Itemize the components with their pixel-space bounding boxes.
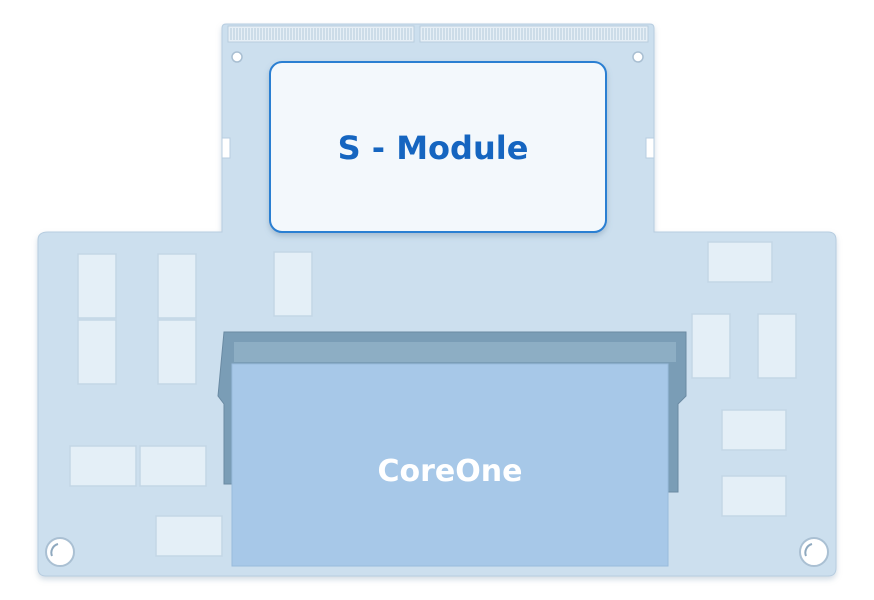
chip	[691, 313, 731, 379]
right-notch	[645, 137, 655, 159]
chip	[157, 319, 197, 385]
chip	[721, 409, 787, 451]
chip	[273, 251, 313, 317]
mount-hole-bottom-left	[45, 537, 75, 567]
left-notch	[221, 137, 231, 159]
s-module-label: S - Module	[338, 129, 529, 167]
chip	[155, 515, 223, 557]
edge-connector	[227, 25, 649, 43]
chip	[139, 445, 207, 487]
s-module	[269, 61, 607, 233]
board-components	[69, 241, 797, 557]
chip	[707, 241, 773, 283]
chip	[77, 319, 117, 385]
mount-hole-bottom-right	[799, 537, 829, 567]
coreone-label: CoreOne	[378, 454, 523, 489]
chip	[157, 253, 197, 319]
mount-hole-top-right	[632, 51, 644, 63]
chip	[757, 313, 797, 379]
chip	[721, 475, 787, 517]
chip	[77, 253, 117, 319]
mount-hole-top-left	[231, 51, 243, 63]
chip	[69, 445, 137, 487]
coreone-module	[231, 363, 669, 567]
